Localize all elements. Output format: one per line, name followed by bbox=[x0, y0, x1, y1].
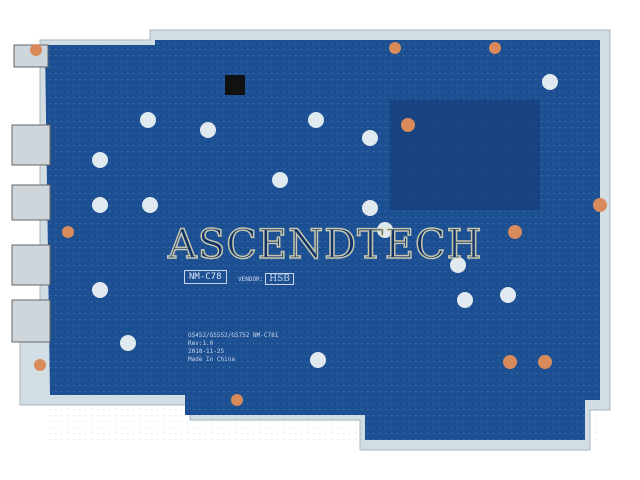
silkscreen-line: Rev:1.0 bbox=[188, 340, 214, 347]
vendor-label: VENDOR:HSB bbox=[238, 273, 294, 285]
silkscreen-line: 2018-11-25 bbox=[188, 348, 225, 355]
silkscreen-line: Made In China bbox=[188, 356, 235, 363]
model-box: NM-C78 bbox=[184, 270, 227, 284]
vendor-value: HSB bbox=[265, 273, 294, 285]
watermark: ASCENDTECH bbox=[167, 221, 483, 269]
usb-ports bbox=[11, 44, 51, 343]
vendor-label-text: VENDOR: bbox=[238, 276, 264, 283]
mounting-pads bbox=[92, 74, 558, 368]
silkscreen-line: GS452/GS552/GS752 NM-C781 bbox=[188, 332, 279, 339]
chip-area bbox=[390, 100, 540, 210]
copper-screw-holes bbox=[30, 42, 607, 406]
